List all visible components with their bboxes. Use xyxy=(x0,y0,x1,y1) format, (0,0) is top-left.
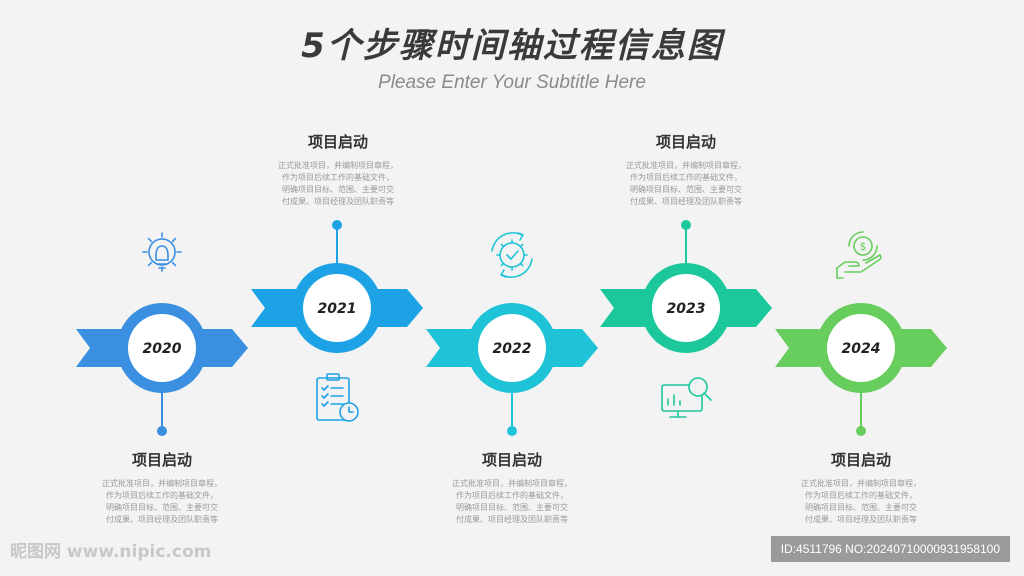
connector-dot xyxy=(157,426,167,436)
year-ring-inner xyxy=(827,314,895,382)
desc-line: 明确项目目标、范围、主要可交 xyxy=(106,503,218,512)
desc-line: 明确项目目标、范围、主要可交 xyxy=(805,503,917,512)
step-2020-text: 项目启动 正式批准项目，并编制项目章程， 作为项目后续工作的基础文件， 明确项目… xyxy=(87,449,237,526)
desc-line: 正式批准项目，并编制项目章程， xyxy=(278,161,398,170)
year-label: 2020 xyxy=(143,341,182,357)
desc-line: 正式批准项目，并编制项目章程， xyxy=(452,479,572,488)
desc-line: 作为项目后续工作的基础文件， xyxy=(630,173,742,182)
step-node-2024: 2024 xyxy=(775,303,947,436)
step-description: 正式批准项目，并编制项目章程， 作为项目后续工作的基础文件， 明确项目目标、范围… xyxy=(437,478,587,526)
desc-line: 付成果、项目经理及团队职责等 xyxy=(630,197,742,206)
desc-line: 明确项目目标、范围、主要可交 xyxy=(630,185,742,194)
monitor-analytics-icon xyxy=(661,377,712,418)
desc-line: 作为项目后续工作的基础文件， xyxy=(805,491,917,500)
step-node-2020: 2020 xyxy=(76,303,248,436)
gear-check-cycle-icon xyxy=(491,232,533,278)
step-description: 正式批准项目，并编制项目章程， 作为项目后续工作的基础文件， 明确项目目标、范围… xyxy=(611,160,761,208)
step-description: 正式批准项目，并编制项目章程， 作为项目后续工作的基础文件， 明确项目目标、范围… xyxy=(87,478,237,526)
step-node-2022: 2022 xyxy=(426,303,598,436)
connector-dot xyxy=(507,426,517,436)
lightbulb-gear-icon xyxy=(142,232,182,272)
desc-line: 正式批准项目，并编制项目章程， xyxy=(626,161,746,170)
step-description: 正式批准项目，并编制项目章程， 作为项目后续工作的基础文件， 明确项目目标、范围… xyxy=(263,160,413,208)
step-node-2023: 2023 xyxy=(600,220,772,353)
desc-line: 明确项目目标、范围、主要可交 xyxy=(456,503,568,512)
year-label: 2024 xyxy=(842,341,881,357)
desc-line: 作为项目后续工作的基础文件， xyxy=(456,491,568,500)
desc-line: 付成果、项目经理及团队职责等 xyxy=(282,197,394,206)
desc-line: 付成果、项目经理及团队职责等 xyxy=(106,515,218,524)
step-heading: 项目启动 xyxy=(830,451,891,469)
desc-line: 付成果、项目经理及团队职责等 xyxy=(456,515,568,524)
desc-line: 作为项目后续工作的基础文件， xyxy=(282,173,394,182)
dollar-sign: $ xyxy=(860,240,867,253)
year-ring-inner xyxy=(478,314,546,382)
watermark-id: ID:4511796 NO:20240710000931958100 xyxy=(770,536,1010,562)
year-ring-inner xyxy=(128,314,196,382)
step-heading: 项目启动 xyxy=(131,451,192,469)
step-heading: 项目启动 xyxy=(655,133,716,151)
step-2021-text: 项目启动 正式批准项目，并编制项目章程， 作为项目后续工作的基础文件， 明确项目… xyxy=(263,131,413,208)
step-heading: 项目启动 xyxy=(307,133,368,151)
step-description: 正式批准项目，并编制项目章程， 作为项目后续工作的基础文件， 明确项目目标、范围… xyxy=(786,478,936,526)
desc-line: 正式批准项目，并编制项目章程， xyxy=(102,479,222,488)
year-ring-inner xyxy=(652,274,720,342)
step-2023-text: 项目启动 正式批准项目，并编制项目章程， 作为项目后续工作的基础文件， 明确项目… xyxy=(611,131,761,208)
year-ring-inner xyxy=(303,274,371,342)
page-subtitle: Please Enter Your Subtitle Here xyxy=(378,72,646,93)
desc-line: 作为项目后续工作的基础文件， xyxy=(106,491,218,500)
connector-dot xyxy=(856,426,866,436)
year-label: 2023 xyxy=(667,301,706,317)
year-label: 2022 xyxy=(493,341,532,357)
page-title: 5个步骤时间轴过程信息图 xyxy=(301,26,723,66)
desc-line: 明确项目目标、范围、主要可交 xyxy=(282,185,394,194)
step-2024-text: 项目启动 正式批准项目，并编制项目章程， 作为项目后续工作的基础文件， 明确项目… xyxy=(786,449,936,526)
step-node-2021: 2021 xyxy=(251,220,423,353)
checklist-clock-icon xyxy=(316,373,359,422)
hand-money-icon: $ xyxy=(836,231,882,279)
watermark-logo: 昵图网 www.nipic.com xyxy=(10,542,212,562)
connector-dot xyxy=(681,220,691,230)
step-2022-text: 项目启动 正式批准项目，并编制项目章程， 作为项目后续工作的基础文件， 明确项目… xyxy=(437,449,587,526)
desc-line: 正式批准项目，并编制项目章程， xyxy=(801,479,921,488)
step-heading: 项目启动 xyxy=(481,451,542,469)
connector-dot xyxy=(332,220,342,230)
year-label: 2021 xyxy=(318,301,357,317)
desc-line: 付成果、项目经理及团队职责等 xyxy=(805,515,917,524)
